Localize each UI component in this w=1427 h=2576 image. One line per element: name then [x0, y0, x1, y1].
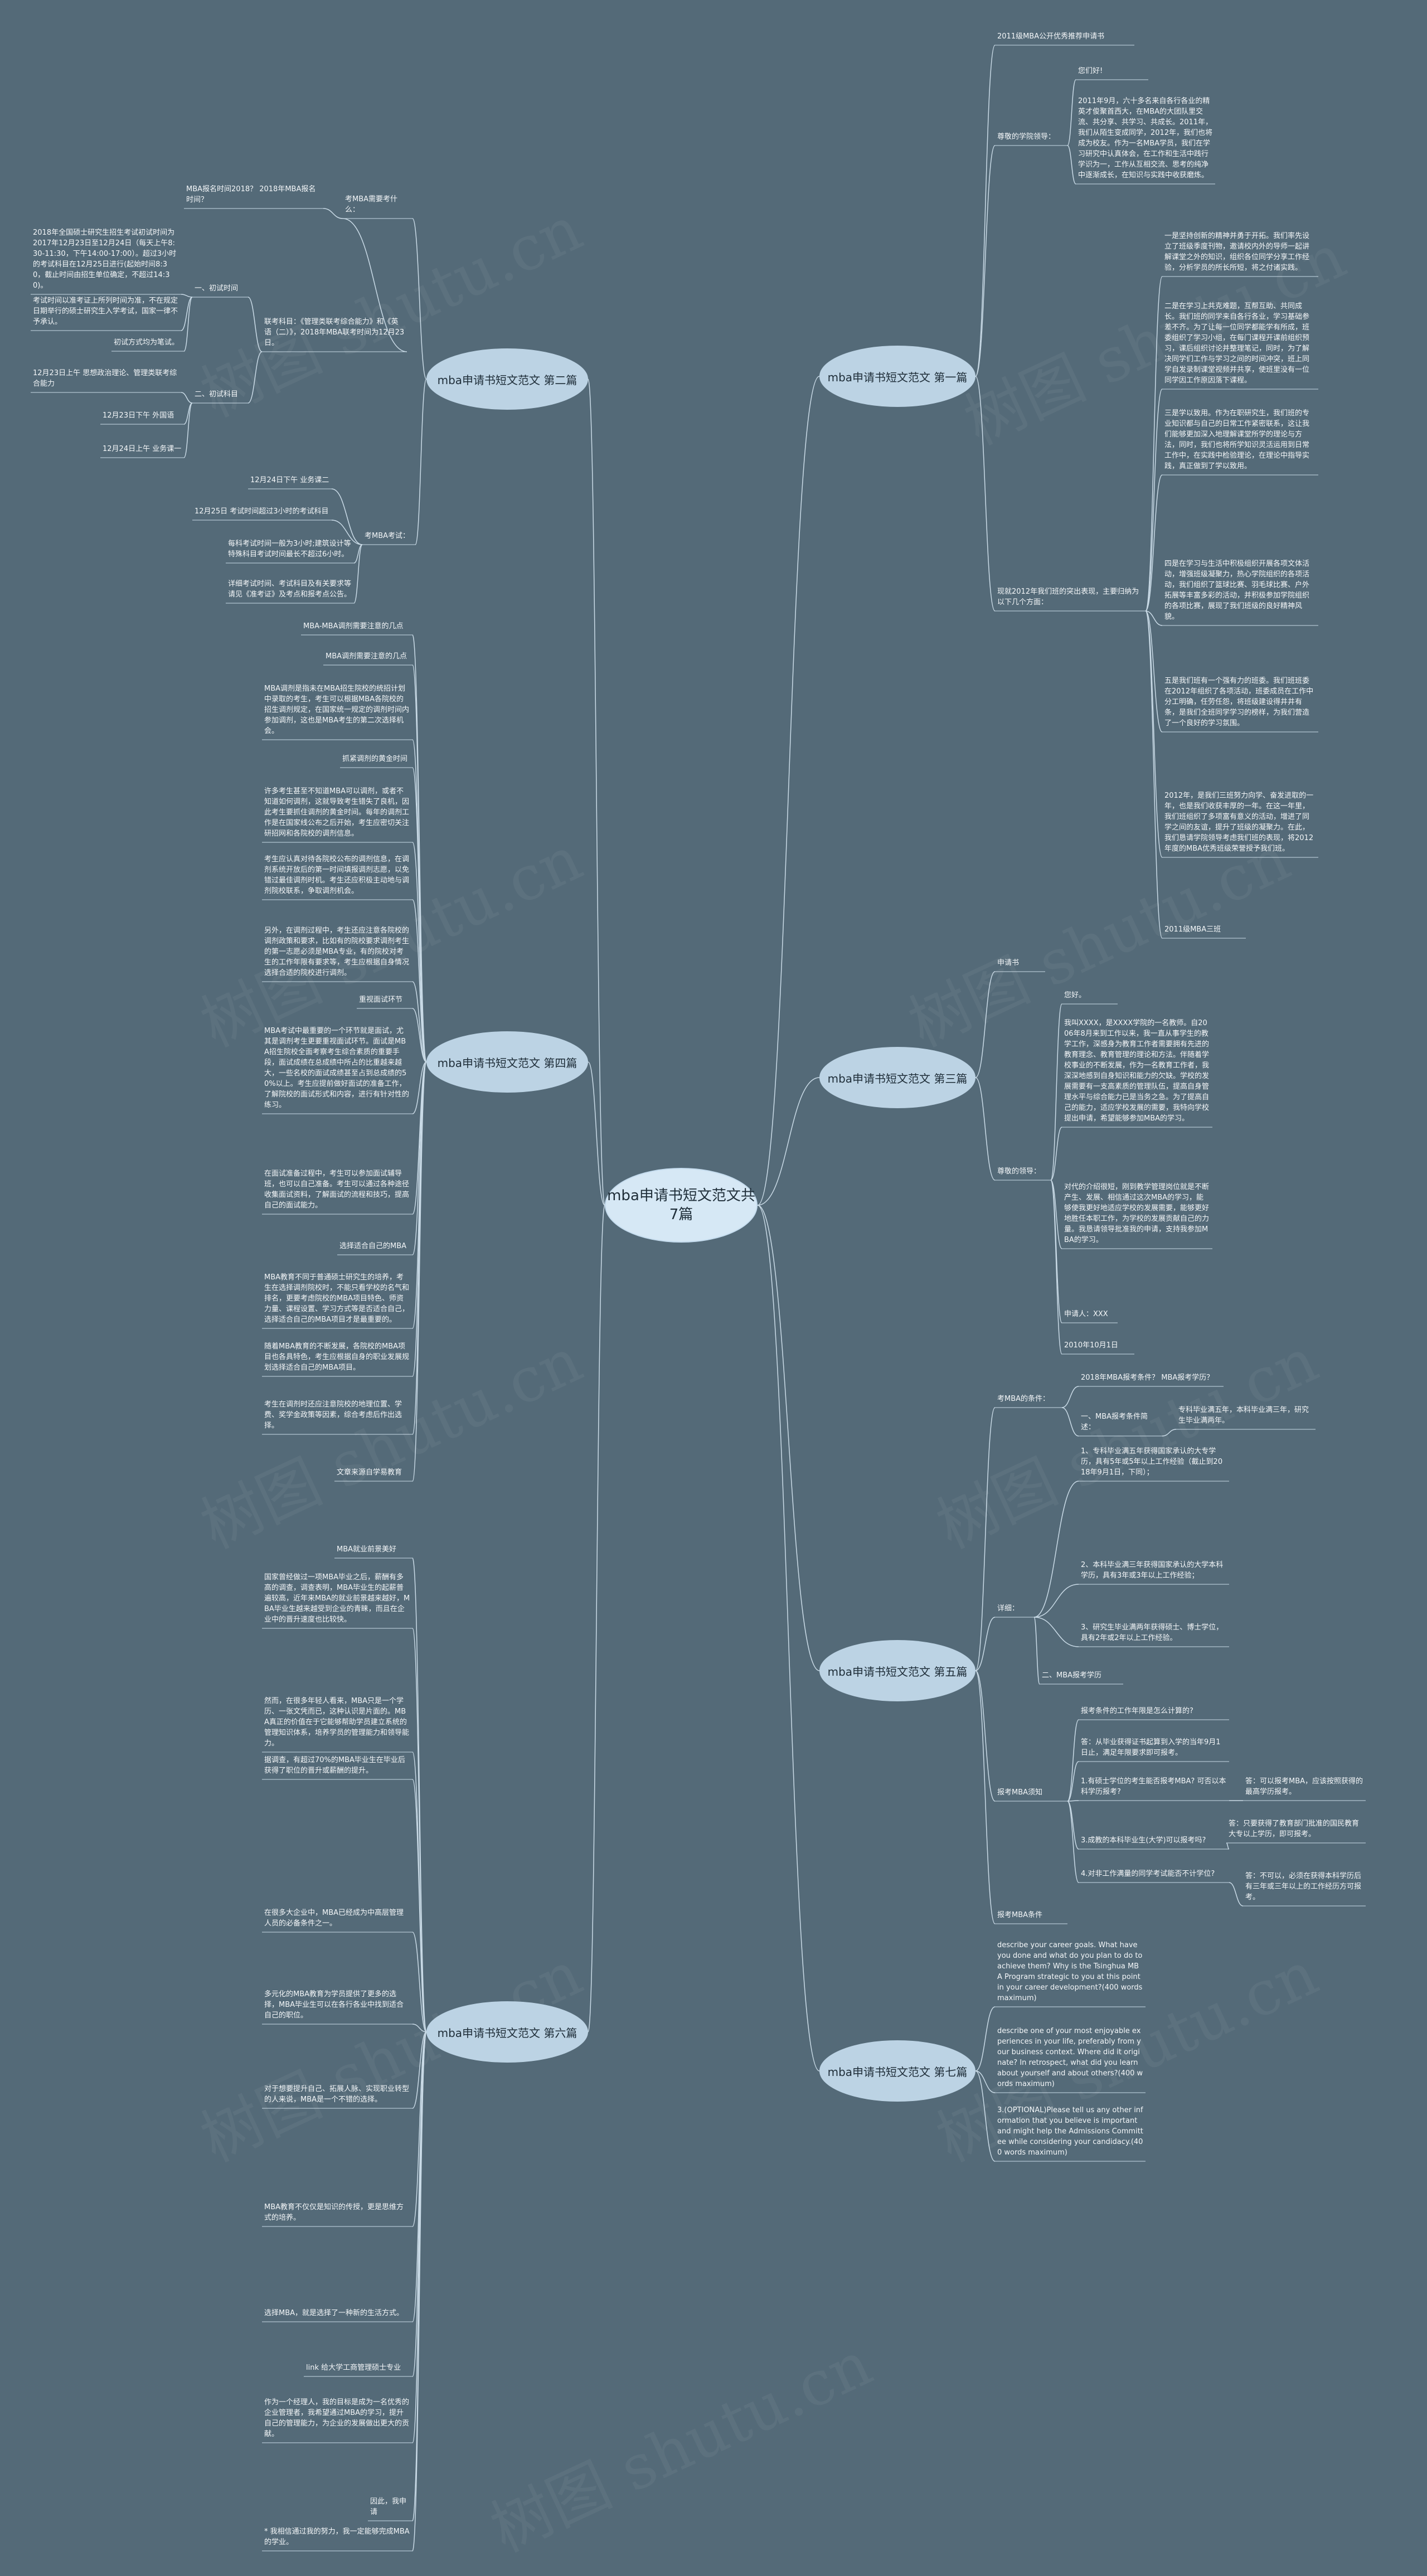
branch-5[interactable]: mba申请书短文范文 第五篇 — [819, 1640, 975, 1701]
node[interactable]: 考MBA考试： — [365, 532, 410, 540]
node[interactable]: link 给大学工商管理硕士专业 — [306, 2364, 401, 2372]
node[interactable]: 2010年10月1日 — [1064, 1341, 1118, 1350]
node[interactable]: 随着MBA教育的不断发展，各院校的MBA项目也各具特色，考生应根据自身的职业发展… — [264, 1342, 410, 1372]
node[interactable]: 12月23日下午 外国语 — [103, 411, 174, 420]
node[interactable]: 3.(OPTIONAL)Please tell us any other inf… — [997, 2106, 1143, 2157]
node[interactable]: 详细考试时间、考试科目及有关要求等请见《准考证》及考点和报考点公告。 — [228, 580, 352, 599]
central-topic[interactable]: mba申请书短文范文共7篇 — [605, 1168, 758, 1243]
node[interactable]: 12月24日上午 业务课一 — [103, 445, 182, 453]
node[interactable]: 12月24日下午 业务课二 — [250, 476, 329, 484]
node[interactable]: 二是在学习上共克难题，互帮互助、共同成长。我们班的同学来自各行各业，学习基础参差… — [1164, 302, 1310, 385]
branch-1[interactable]: mba申请书短文范文 第一篇 — [819, 346, 975, 407]
node[interactable]: 报考MBA条件 — [997, 1911, 1043, 1919]
node[interactable]: MBA教育不同于普通硕士研究生的培养，考生在选择调剂院校时，不能只看学校的名气和… — [264, 1273, 410, 1324]
node[interactable]: 您好。 — [1064, 991, 1086, 1000]
node[interactable]: 12月25日 考试时间超过3小时的考试科目 — [195, 507, 329, 516]
node[interactable]: 考试时间以准考证上所列时间为准，不在规定日期举行的硕士研究生入学考试，国家一律不… — [33, 297, 178, 326]
node[interactable]: MBA-MBA调剂需要注意的几点 — [303, 622, 404, 630]
node[interactable]: 四是在学习与生活中积极组织开展各项文体活动，增强班级凝聚力，热心学院组织的各项活… — [1164, 560, 1310, 621]
node[interactable]: 五是我们班有一个强有力的班委。我们班班委在2012年组织了各项活动，班委成员在工… — [1164, 677, 1314, 727]
node[interactable]: 报考MBA须知 — [997, 1788, 1043, 1797]
node[interactable]: 1.有硕士学位的考生能否报考MBA? 可否以本科学历报考? — [1081, 1777, 1226, 1796]
node[interactable]: 据调查，有超过70%的MBA毕业生在毕业后获得了职位的晋升或薪酬的提升。 — [264, 1756, 405, 1775]
node[interactable]: 12月23日上午 思想政治理论、管理类联考综合能力 — [33, 369, 177, 388]
node[interactable]: 考生应认真对待各院校公布的调剂信息，在调剂系统开放后的第一时间填报调剂志愿，以免… — [264, 855, 410, 895]
node[interactable]: 一是坚持创新的精神并勇于开拓。我们率先设立了班级季度刊物，邀请校内外的导师一起讲… — [1164, 232, 1310, 272]
node[interactable]: 考生在调剂时还应注意院校的地理位置、学费、奖学金政策等因素，综合考虑后作出选择。 — [264, 1400, 402, 1430]
node[interactable]: 1、专科毕业满五年获得国家承认的大专学历，具有5年或5年以上工作经验（截止到20… — [1081, 1447, 1223, 1477]
node[interactable]: 答：只要获得了教育部门批准的国民教育大专以上学历，即可报考。 — [1229, 1820, 1360, 1838]
node[interactable]: 另外，在调剂过程中，考生还应注意各院校的调剂政策和要求，比如有的院校要求调剂考生… — [264, 926, 410, 977]
branch-4[interactable]: mba申请书短文范文 第四篇 — [426, 1031, 588, 1093]
node[interactable]: 我叫XXXX，是XXXX学院的一名教师。自2006年8月来到工作以来，我一直从事… — [1064, 1019, 1210, 1123]
node[interactable]: 申请书 — [997, 959, 1020, 967]
node[interactable]: 许多考生甚至不知道MBA可以调剂，或者不知道如何调剂，这就导致考生错失了良机，因… — [264, 787, 410, 838]
node[interactable]: 重视面试环节 — [359, 996, 403, 1004]
node[interactable]: 然而，在很多年轻人看来，MBA只是一个学历、一张文凭而已，这种认识是片面的。MB… — [264, 1697, 410, 1748]
node[interactable]: MBA教育不仅仅是知识的传授，更是思维方式的培养。 — [264, 2203, 404, 2222]
branch-7[interactable]: mba申请书短文范文 第七篇 — [819, 2040, 975, 2102]
node[interactable]: 2018年全国硕士研究生招生考试初试时间为2017年12月23日至12月24日（… — [33, 229, 177, 290]
node[interactable]: 对于想要提升自己、拓展人脉、实现职业转型的人来说，MBA是一个不错的选择。 — [264, 2085, 410, 2104]
node[interactable]: 抓紧调剂的黄金时间 — [342, 755, 408, 763]
node[interactable]: 答：可以报考MBA，应该按照获得的最高学历报考。 — [1245, 1777, 1363, 1796]
node[interactable]: 二、初试科目 — [195, 390, 239, 399]
node[interactable]: 2012年，是我们三班努力向学、奋发进取的一年，也是我们收获丰厚的一年。在这一年… — [1164, 792, 1314, 853]
node[interactable]: 2011级MBA三班 — [1164, 925, 1221, 934]
node[interactable]: 选择MBA，就是选择了一种新的生活方式。 — [264, 2309, 404, 2317]
node[interactable]: 因此，我申请 — [370, 2497, 407, 2516]
node[interactable]: 对代的介绍很短，刚到教学管理岗位就是不断产生、发展、相信通过这次MBA的学习，能… — [1064, 1183, 1210, 1244]
node[interactable]: 尊敬的学院领导： — [997, 133, 1056, 141]
node[interactable]: 国家曾经做过一项MBA毕业之后，薪酬有多高的调查，调查表明，MBA毕业生的起薪普… — [264, 1573, 410, 1624]
node[interactable]: 答：从毕业获得证书起算到入学的当年9月1日止，满足年限要求即可报考。 — [1081, 1738, 1221, 1757]
node[interactable]: 文章来源自学易教育 — [337, 1468, 402, 1477]
node[interactable]: 报考条件的工作年限是怎么计算的? — [1081, 1707, 1193, 1715]
node[interactable]: 多元化的MBA教育为学员提供了更多的选择，MBA毕业生可以在各行各业中找到适合自… — [264, 1990, 404, 2020]
node[interactable]: 4.对非工作满量的同学考试能否不计学位? — [1081, 1870, 1215, 1878]
node[interactable]: 一、初试时间 — [195, 284, 239, 293]
node[interactable]: 考MBA的条件： — [997, 1395, 1050, 1403]
node[interactable]: 初试方式均为笔试。 — [114, 338, 179, 347]
node[interactable]: 尊敬的领导： — [997, 1167, 1041, 1176]
node[interactable]: 二、MBA报考学历 — [1042, 1671, 1102, 1680]
branch-2[interactable]: mba申请书短文范文 第二篇 — [426, 348, 588, 410]
node[interactable]: describe one of your most enjoyable expe… — [997, 2027, 1143, 2088]
node[interactable]: 每科考试时间一般为3小时;建筑设计等特殊科目考试时间最长不超过6小时。 — [228, 540, 351, 559]
node[interactable]: 选择适合自己的MBA — [339, 1242, 407, 1250]
node[interactable]: 在面试准备过程中，考生可以参加面试辅导班，也可以自己准备。考生可以通过各种途径收… — [264, 1170, 410, 1210]
branch-6[interactable]: mba申请书短文范文 第六篇 — [426, 2001, 588, 2063]
node[interactable]: MBA调剂需要注意的几点 — [326, 652, 407, 661]
node[interactable]: 申请人：XXX — [1064, 1310, 1108, 1318]
node[interactable]: 2011级MBA公开优秀推荐申请书 — [997, 32, 1105, 41]
node[interactable]: MBA考试中最重要的一个环节就是面试，尤其是调剂考生更要重视面试环节。面试是MB… — [264, 1027, 410, 1109]
node[interactable]: 详细： — [997, 1604, 1020, 1613]
node[interactable]: MBA调剂是指未在MBA招生院校的统招计划中录取的考生，考生可以根据MBA各院校… — [264, 685, 410, 735]
node[interactable]: 2011年9月，六十多名来自各行各业的精英才俊聚首西大，在MBA的大团队里交流、… — [1078, 97, 1213, 180]
node[interactable]: MBA报名时间2018？ 2018年MBA报名时间？ — [186, 185, 316, 204]
node[interactable]: 3.成教的本科毕业生(大学)可以报考吗? — [1081, 1836, 1206, 1845]
node[interactable]: describe your career goals. What have yo… — [997, 1941, 1143, 2002]
node[interactable]: 2、本科毕业满三年获得国家承认的大学本科学历，具有3年或3年以上工作经验； — [1081, 1561, 1224, 1580]
node[interactable]: 三是学以致用。作为在职研究生，我们班的专业知识都与自己的日常工作紧密联系，这让我… — [1164, 409, 1310, 470]
node[interactable]: * 我相信通过我的努力，我一定能够完成MBA的学业。 — [264, 2528, 410, 2546]
node[interactable]: 专科毕业满五年，本科毕业满三年，研究生毕业满两年。 — [1178, 1406, 1309, 1425]
node[interactable]: 3、研究生毕业满两年获得硕士、博士学位，具有2年或2年以上工作经验。 — [1081, 1623, 1224, 1642]
node[interactable]: MBA就业前景美好 — [337, 1545, 397, 1554]
node[interactable]: 考MBA需要考什么： — [345, 195, 398, 214]
node[interactable]: 答：不可以，必须在获得本科学历后有三年或三年以上的工作经历方可报考。 — [1245, 1872, 1362, 1901]
node[interactable]: 2018年MBA报考条件？ MBA报考学历？ — [1081, 1374, 1214, 1382]
node[interactable]: 您们好! — [1078, 67, 1103, 75]
node[interactable]: 作为一个经理人，我的目标是成为一名优秀的企业管理者，我希望通过MBA的学习，提升… — [264, 2398, 410, 2438]
node[interactable]: 在很多大企业中，MBA已经成为中高层管理人员的必备条件之一。 — [264, 1909, 404, 1928]
node[interactable]: 一、MBA报考条件简述： — [1081, 1413, 1148, 1432]
node[interactable]: 联考科目：《管理类联考综合能力》和《英语（二）》，2018年MBA联考时间为12… — [264, 318, 405, 347]
branch-3[interactable]: mba申请书短文范文 第三篇 — [819, 1047, 975, 1108]
node[interactable]: 现就2012年我们班的突出表现，主要归纳为以下几个方面： — [997, 588, 1139, 607]
